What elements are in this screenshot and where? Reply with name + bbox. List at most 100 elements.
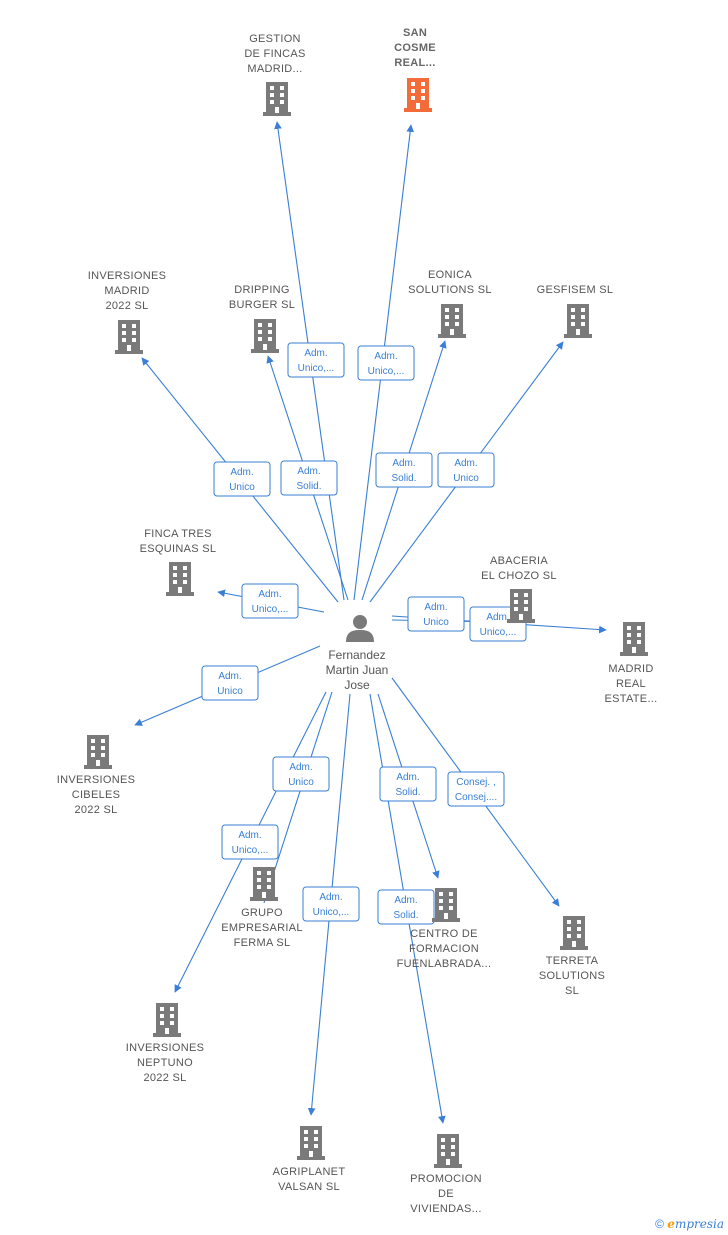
edge-label-gestion[interactable]: Adm. Unico,...	[287, 342, 345, 378]
company-name-line: ABACERIA	[490, 555, 548, 567]
center-name-line-1: Fernandez	[328, 648, 385, 662]
edge-label-gesfisem[interactable]: Adm.Unico	[437, 452, 495, 488]
building-icon	[297, 1126, 325, 1160]
edge-label-text: Solid.	[395, 787, 420, 798]
company-name-line: GESFISEM SL	[537, 284, 614, 296]
center-person-node[interactable]: Fernandez Martin Juan Jose	[326, 615, 389, 692]
edge-label-text: Unico	[423, 617, 449, 628]
edge-label-box	[201, 665, 259, 701]
edge-label-box	[379, 766, 437, 802]
company-name-line: COSME	[394, 42, 436, 54]
edge-label-text: Unico,...	[480, 627, 517, 638]
edge-label-sancosme[interactable]: Adm.Unico,...	[357, 345, 415, 381]
edge-label-abaceria[interactable]: Adm. Unico	[407, 596, 465, 632]
company-name-line: EMPRESARIAL	[221, 922, 303, 934]
person-icon	[346, 615, 374, 642]
building-icon	[84, 735, 112, 769]
edge-label-text: Unico	[229, 482, 255, 493]
edge-label-text: Adm.	[289, 762, 312, 773]
company-node-grupo[interactable]: GRUPO EMPRESARIAL FERMA SL	[221, 867, 303, 949]
footer-brand: © empresia	[655, 1217, 724, 1231]
company-name-line: 2022 SL	[105, 300, 148, 312]
edge-label-text: Unico,...	[232, 845, 269, 856]
company-node-abaceria[interactable]: ABACERIA EL CHOZO SL	[481, 555, 557, 623]
edge-label-invmadrid[interactable]: Adm. Unico	[213, 461, 271, 497]
edge-label-invcibeles[interactable]: Adm. Unico	[201, 665, 259, 701]
building-icon	[404, 78, 432, 112]
company-node-madridreal[interactable]: MADRIDREALESTATE...	[604, 622, 657, 705]
edge-label-invneptuno[interactable]: Adm.Unico,...	[221, 824, 279, 860]
edge-label-text: Unico	[288, 777, 314, 788]
company-name-line: FERMA SL	[234, 937, 291, 949]
edge-label-box	[302, 886, 360, 922]
edge-label-text: Adm.	[394, 895, 417, 906]
brand-logo[interactable]: empresia	[667, 1217, 724, 1231]
company-name-line: INVERSIONES	[88, 270, 167, 282]
company-name-line: EL CHOZO SL	[481, 570, 557, 582]
edge-label-text: Consej. ,	[456, 777, 495, 788]
company-name-line: DE FINCAS	[244, 48, 305, 60]
company-node-centro[interactable]: CENTRO DEFORMACIONFUENLABRADA...	[397, 888, 492, 970]
edges-layer	[134, 121, 607, 1124]
edge-label-box	[407, 596, 465, 632]
company-node-gesfisem[interactable]: GESFISEM SL	[537, 284, 614, 338]
edge-label-terreta[interactable]: Consej. ,Consej....	[447, 771, 505, 807]
building-icon	[251, 319, 279, 353]
building-icon	[153, 1003, 181, 1037]
edge-label-box	[287, 342, 345, 378]
edge-label-text: Unico,...	[298, 363, 335, 374]
edge-label-centro[interactable]: Adm. Solid.	[379, 766, 437, 802]
edge-label-text: Adm.	[486, 612, 509, 623]
edge-label-text: Adm.	[218, 671, 241, 682]
edge-labels-layer: Adm.Unico,...Adm.Unico,...Adm.UnicoAdm.S…	[201, 342, 527, 925]
edge-label-text: Adm.	[374, 351, 397, 362]
building-icon	[434, 1134, 462, 1168]
company-name-line: ESQUINAS SL	[140, 543, 217, 555]
edge-label-fincatres[interactable]: Adm.Unico,...	[241, 583, 299, 619]
edge-label-box	[357, 345, 415, 381]
edge-label-text: Unico	[453, 473, 479, 484]
edge-label-box	[221, 824, 279, 860]
company-node-promocion[interactable]: PROMOCIONDEVIVIENDAS...	[410, 1134, 482, 1215]
edge-label-box	[272, 756, 330, 792]
company-node-sancosme[interactable]: SANCOSMEREAL...	[394, 27, 436, 112]
building-icon	[263, 82, 291, 116]
edge-label-text: Adm.	[424, 602, 447, 613]
company-name-line: TERRETA	[546, 955, 599, 967]
edge-label-text: Adm.	[392, 458, 415, 469]
edge-label-text: Unico	[217, 686, 243, 697]
edge-label-text: Solid.	[391, 473, 416, 484]
edge-label-text: Unico,...	[313, 907, 350, 918]
company-name-line: SOLUTIONS SL	[408, 284, 492, 296]
edge-label-text: Solid.	[393, 910, 418, 921]
edge-label-eonica[interactable]: Adm. Solid.	[375, 452, 433, 488]
copyright-symbol: ©	[655, 1217, 664, 1231]
company-name-line: CENTRO DE	[410, 928, 477, 940]
company-name-line: SAN	[403, 27, 427, 39]
edge-label-agriplanet[interactable]: Adm. Unico,...	[302, 886, 360, 922]
edge-label-dripping[interactable]: Adm.Solid.	[280, 460, 338, 496]
edge-label-box	[447, 771, 505, 807]
edge-label-grupo[interactable]: Adm. Unico	[272, 756, 330, 792]
edge-label-text: Adm.	[396, 772, 419, 783]
edge-label-text: Adm.	[319, 892, 342, 903]
edge-label-text: Adm.	[304, 348, 327, 359]
edge-label-promocion[interactable]: Adm. Solid.	[377, 889, 435, 925]
company-name-line: GRUPO	[241, 907, 283, 919]
company-name-line: AGRIPLANET	[273, 1166, 346, 1178]
edge-label-text: Adm.	[230, 467, 253, 478]
building-icon	[560, 916, 588, 950]
company-name-line: 2022 SL	[143, 1072, 186, 1084]
company-name-line: REAL	[616, 678, 646, 690]
company-name-line: 2022 SL	[74, 804, 117, 816]
